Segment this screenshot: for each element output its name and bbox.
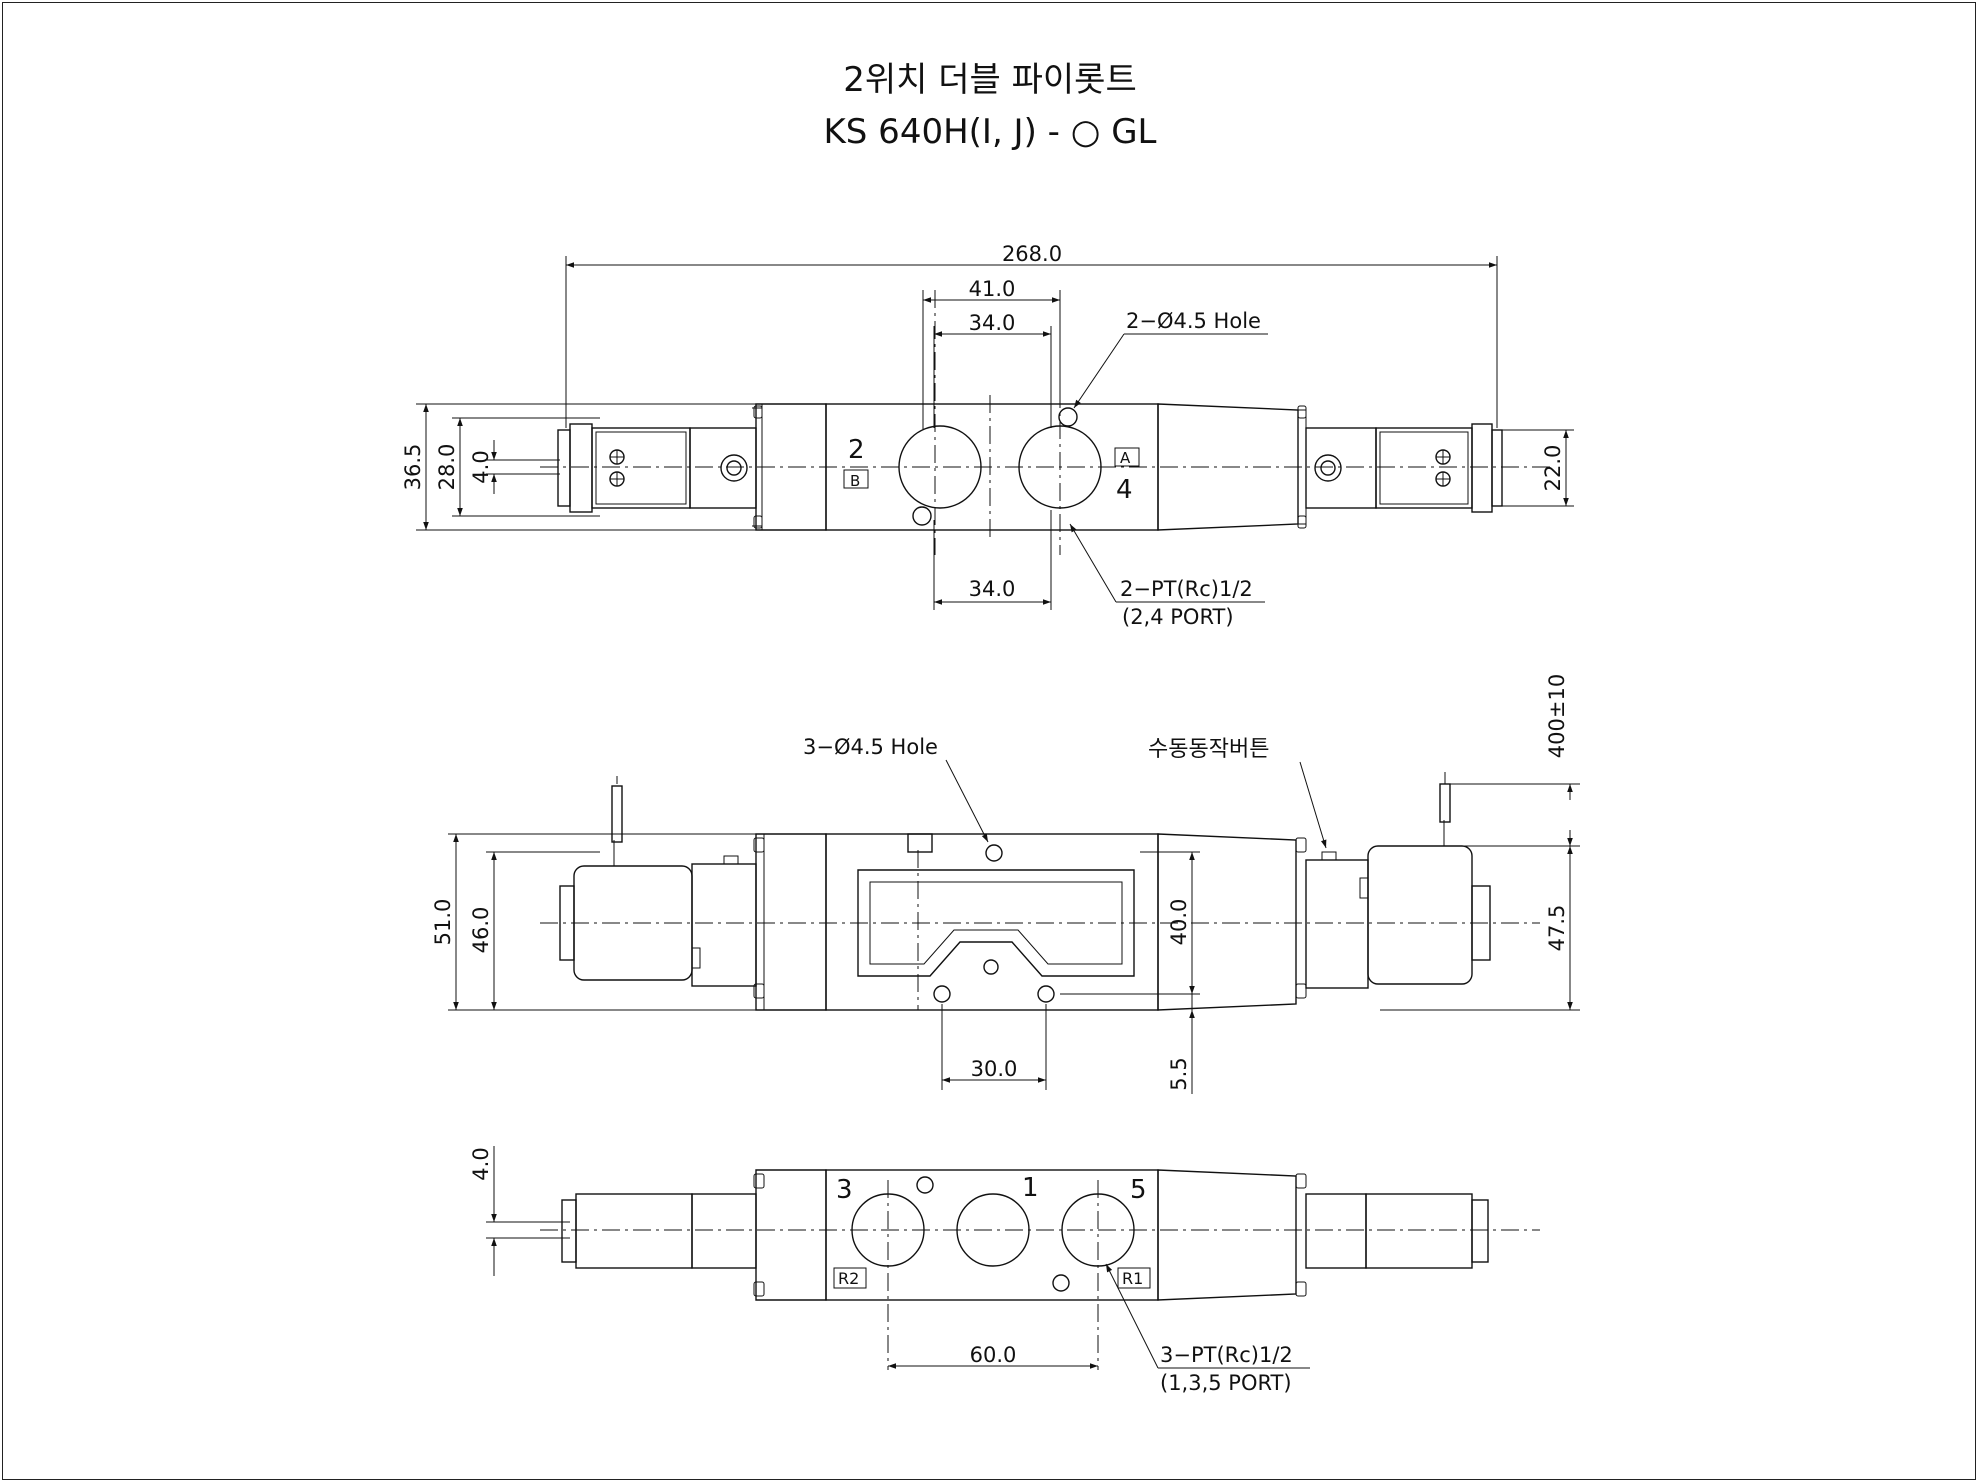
dim-28: 28.0	[435, 444, 459, 491]
front-left-pilot	[691, 863, 757, 987]
dim-4-top: 4.0	[469, 450, 493, 483]
bottom-left-end-cap	[561, 1199, 577, 1263]
tag-b-label: B	[850, 472, 860, 490]
dim-22: 22.0	[1541, 445, 1565, 492]
bottom-right-coil	[1365, 1193, 1473, 1269]
front-right-end-plate	[1157, 833, 1297, 1011]
top-right-coil	[1375, 427, 1473, 509]
front-hole-4	[1037, 985, 1055, 1003]
front-left-cable	[611, 785, 623, 843]
dim-34-bottom: 34.0	[969, 577, 1016, 601]
top-left-pilot	[689, 427, 757, 509]
top-port-note-1: 2−PT(Rc)1/2	[1120, 577, 1253, 601]
top-port-note-2: (2,4 PORT)	[1122, 605, 1234, 629]
model-number: KS 640H(I, J) - ○ GL	[823, 112, 1157, 152]
top-view: 2 B A 4 268.0 41.0 34.0 34.0	[401, 242, 1574, 629]
port-3-label: 3	[836, 1175, 853, 1205]
front-hole-note: 3−Ø4.5 Hole	[803, 735, 938, 759]
top-hole-note: 2−Ø4.5 Hole	[1126, 309, 1261, 333]
bottom-hole-1	[916, 1176, 934, 1194]
front-right-cable	[1439, 783, 1451, 823]
tag-r2-box	[833, 1267, 867, 1289]
top-hole-1	[1058, 407, 1078, 427]
top-left-coil	[591, 427, 691, 509]
front-right-pilot	[1305, 859, 1369, 989]
front-body-recess	[857, 869, 1135, 977]
dim-34-top: 34.0	[969, 311, 1016, 335]
dim-5-5: 5.5	[1167, 1057, 1191, 1090]
manual-button-label: 수동동작버튼	[1148, 737, 1269, 762]
front-hole-1	[985, 844, 1003, 862]
bottom-hole-2	[1052, 1274, 1070, 1292]
bottom-view: 3 1 5 R2 R1 4.0 60.0 3−PT(Rc)1/2 (1,3,5 …	[469, 1146, 1540, 1395]
dim-40: 40.0	[1167, 899, 1191, 946]
dim-4-bottom: 4.0	[469, 1147, 493, 1180]
dim-41: 41.0	[969, 277, 1016, 301]
manual-button-icon	[1321, 851, 1337, 861]
port-5-label: 5	[1130, 1175, 1147, 1205]
front-right-end-cap	[1471, 885, 1491, 961]
front-right-coil	[1367, 845, 1473, 985]
bottom-left-pilot	[691, 1193, 757, 1269]
port-2-circle	[898, 425, 982, 509]
bottom-right-end-plate	[1157, 1169, 1297, 1301]
dim-36-5: 36.5	[401, 444, 425, 491]
bottom-valve-body	[825, 1169, 1159, 1301]
dim-51: 51.0	[431, 899, 455, 946]
top-left-screw-icon	[609, 449, 625, 487]
port-2-label: 2	[848, 435, 865, 465]
drawing-title: 2위치 더블 파이롯트	[843, 60, 1137, 100]
dim-46: 46.0	[469, 907, 493, 954]
top-right-end-cap	[1471, 423, 1493, 513]
port-4-label: 4	[1116, 475, 1133, 505]
port-1-circle	[956, 1193, 1030, 1267]
dim-60: 60.0	[970, 1343, 1017, 1367]
tag-r2-label: R2	[838, 1269, 859, 1288]
tag-b-box	[843, 469, 869, 489]
bottom-left-coil	[575, 1193, 693, 1269]
top-left-end-cap	[557, 429, 571, 507]
front-hole-3	[933, 985, 951, 1003]
bottom-left-end-plate	[755, 1169, 827, 1301]
front-view: 3−Ø4.5 Hole 수동동작버튼 400±10 47.5 51.0 46.0	[431, 674, 1580, 1094]
tag-a-box	[1114, 447, 1140, 467]
front-left-end-plate	[755, 833, 827, 1011]
top-right-screw-icon	[1435, 449, 1451, 487]
dim-30: 30.0	[971, 1057, 1018, 1081]
bottom-right-end-cap	[1471, 1199, 1489, 1263]
dim-47-5: 47.5	[1545, 905, 1569, 952]
dim-overall: 268.0	[1002, 242, 1062, 266]
front-hole-2	[983, 959, 999, 975]
top-hole-2	[912, 506, 932, 526]
tag-a-label: A	[1120, 449, 1131, 467]
bottom-port-note-2: (1,3,5 PORT)	[1160, 1371, 1292, 1395]
dim-400: 400±10	[1545, 674, 1569, 758]
port-1-label: 1	[1022, 1173, 1039, 1203]
bottom-port-note-1: 3−PT(Rc)1/2	[1160, 1343, 1293, 1367]
bottom-right-pilot	[1305, 1193, 1367, 1269]
tag-r1-label: R1	[1122, 1269, 1143, 1288]
tag-r1-box	[1117, 1267, 1151, 1289]
